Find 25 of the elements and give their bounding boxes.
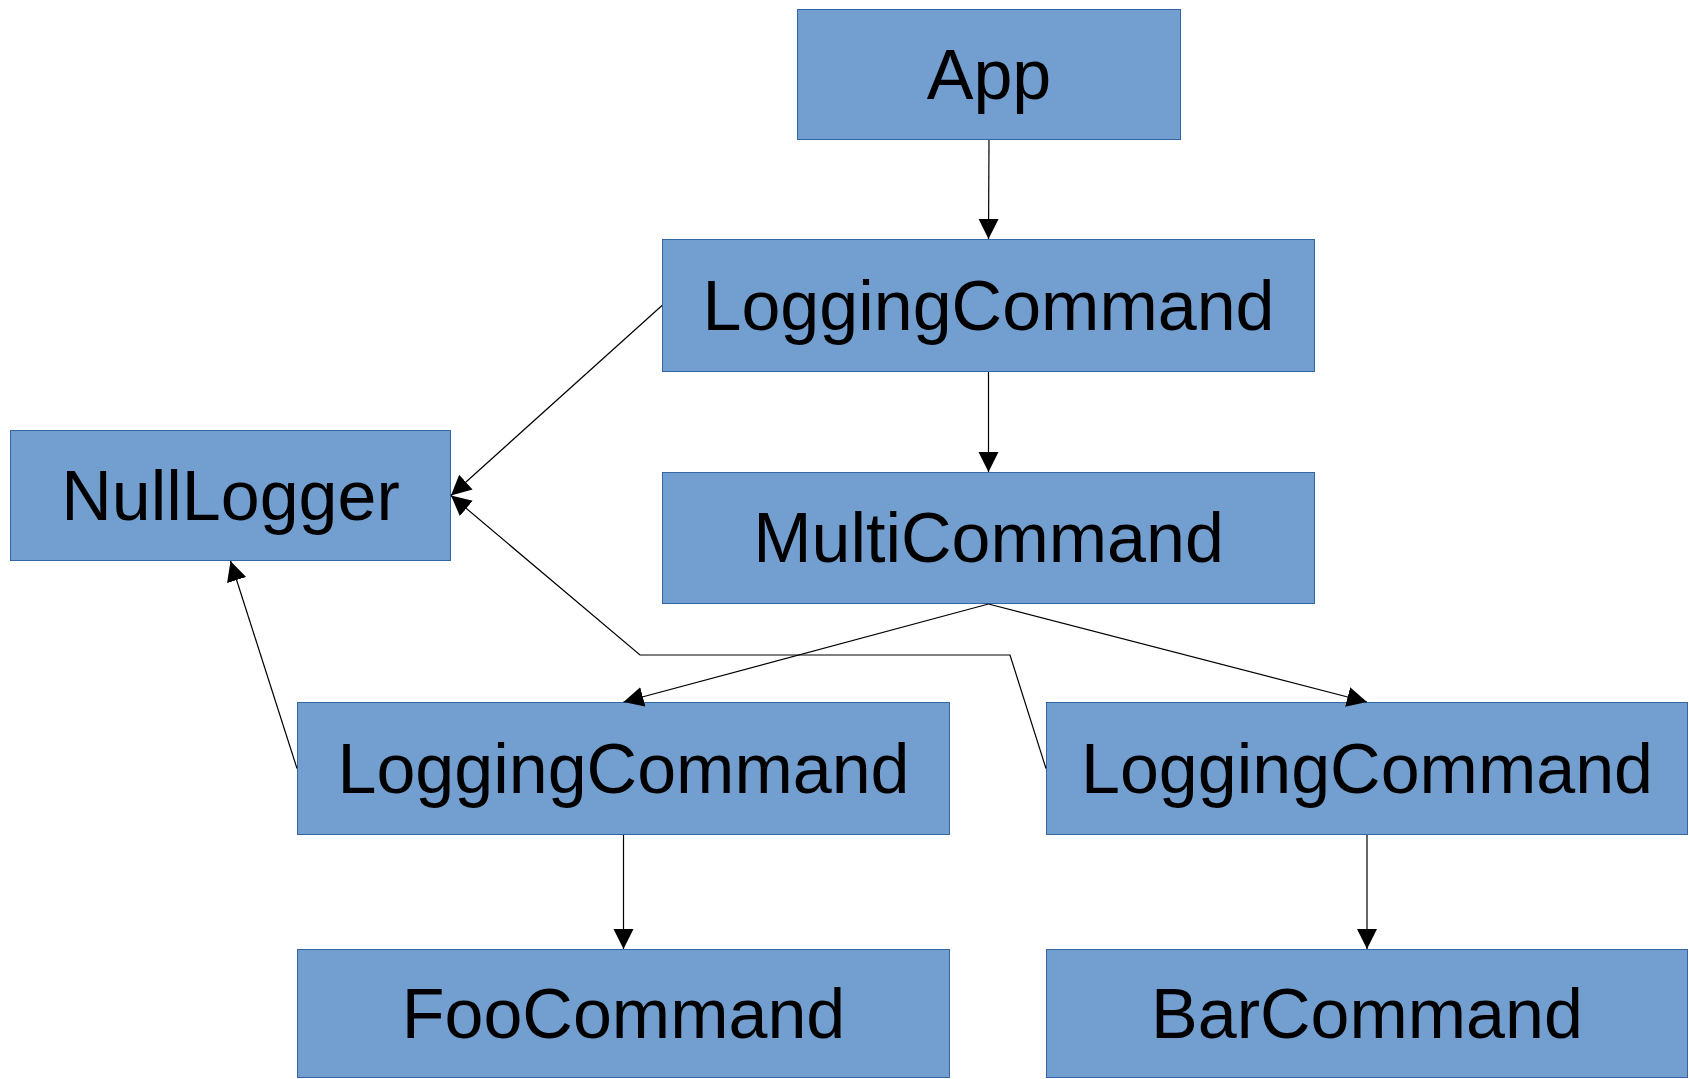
class-box — [10, 430, 451, 561]
class-name: LoggingCommand — [1081, 728, 1653, 809]
class-name: LoggingCommand — [337, 728, 910, 809]
class-name: MultiCommand — [753, 498, 1224, 578]
class-name: NullLogger — [61, 455, 400, 536]
class-box — [1046, 702, 1688, 835]
arrow — [978, 139, 999, 240]
arrow — [450, 304, 663, 497]
arrow — [450, 494, 1047, 770]
class-box — [662, 239, 1315, 372]
class-name: BarCommand — [1151, 973, 1583, 1054]
class-box — [797, 9, 1181, 140]
arrow — [613, 834, 634, 950]
class-box — [662, 472, 1315, 604]
class-box — [297, 949, 950, 1078]
class-name: LoggingCommand — [702, 265, 1275, 346]
class-box — [297, 702, 950, 835]
arrow — [227, 560, 298, 770]
class-box — [1046, 949, 1688, 1078]
arrow — [622, 603, 990, 707]
class-name: App — [926, 34, 1052, 115]
class-name: FooCommand — [401, 973, 846, 1054]
arrow — [978, 371, 999, 473]
arrow — [987, 603, 1368, 707]
arrow — [1357, 834, 1377, 950]
